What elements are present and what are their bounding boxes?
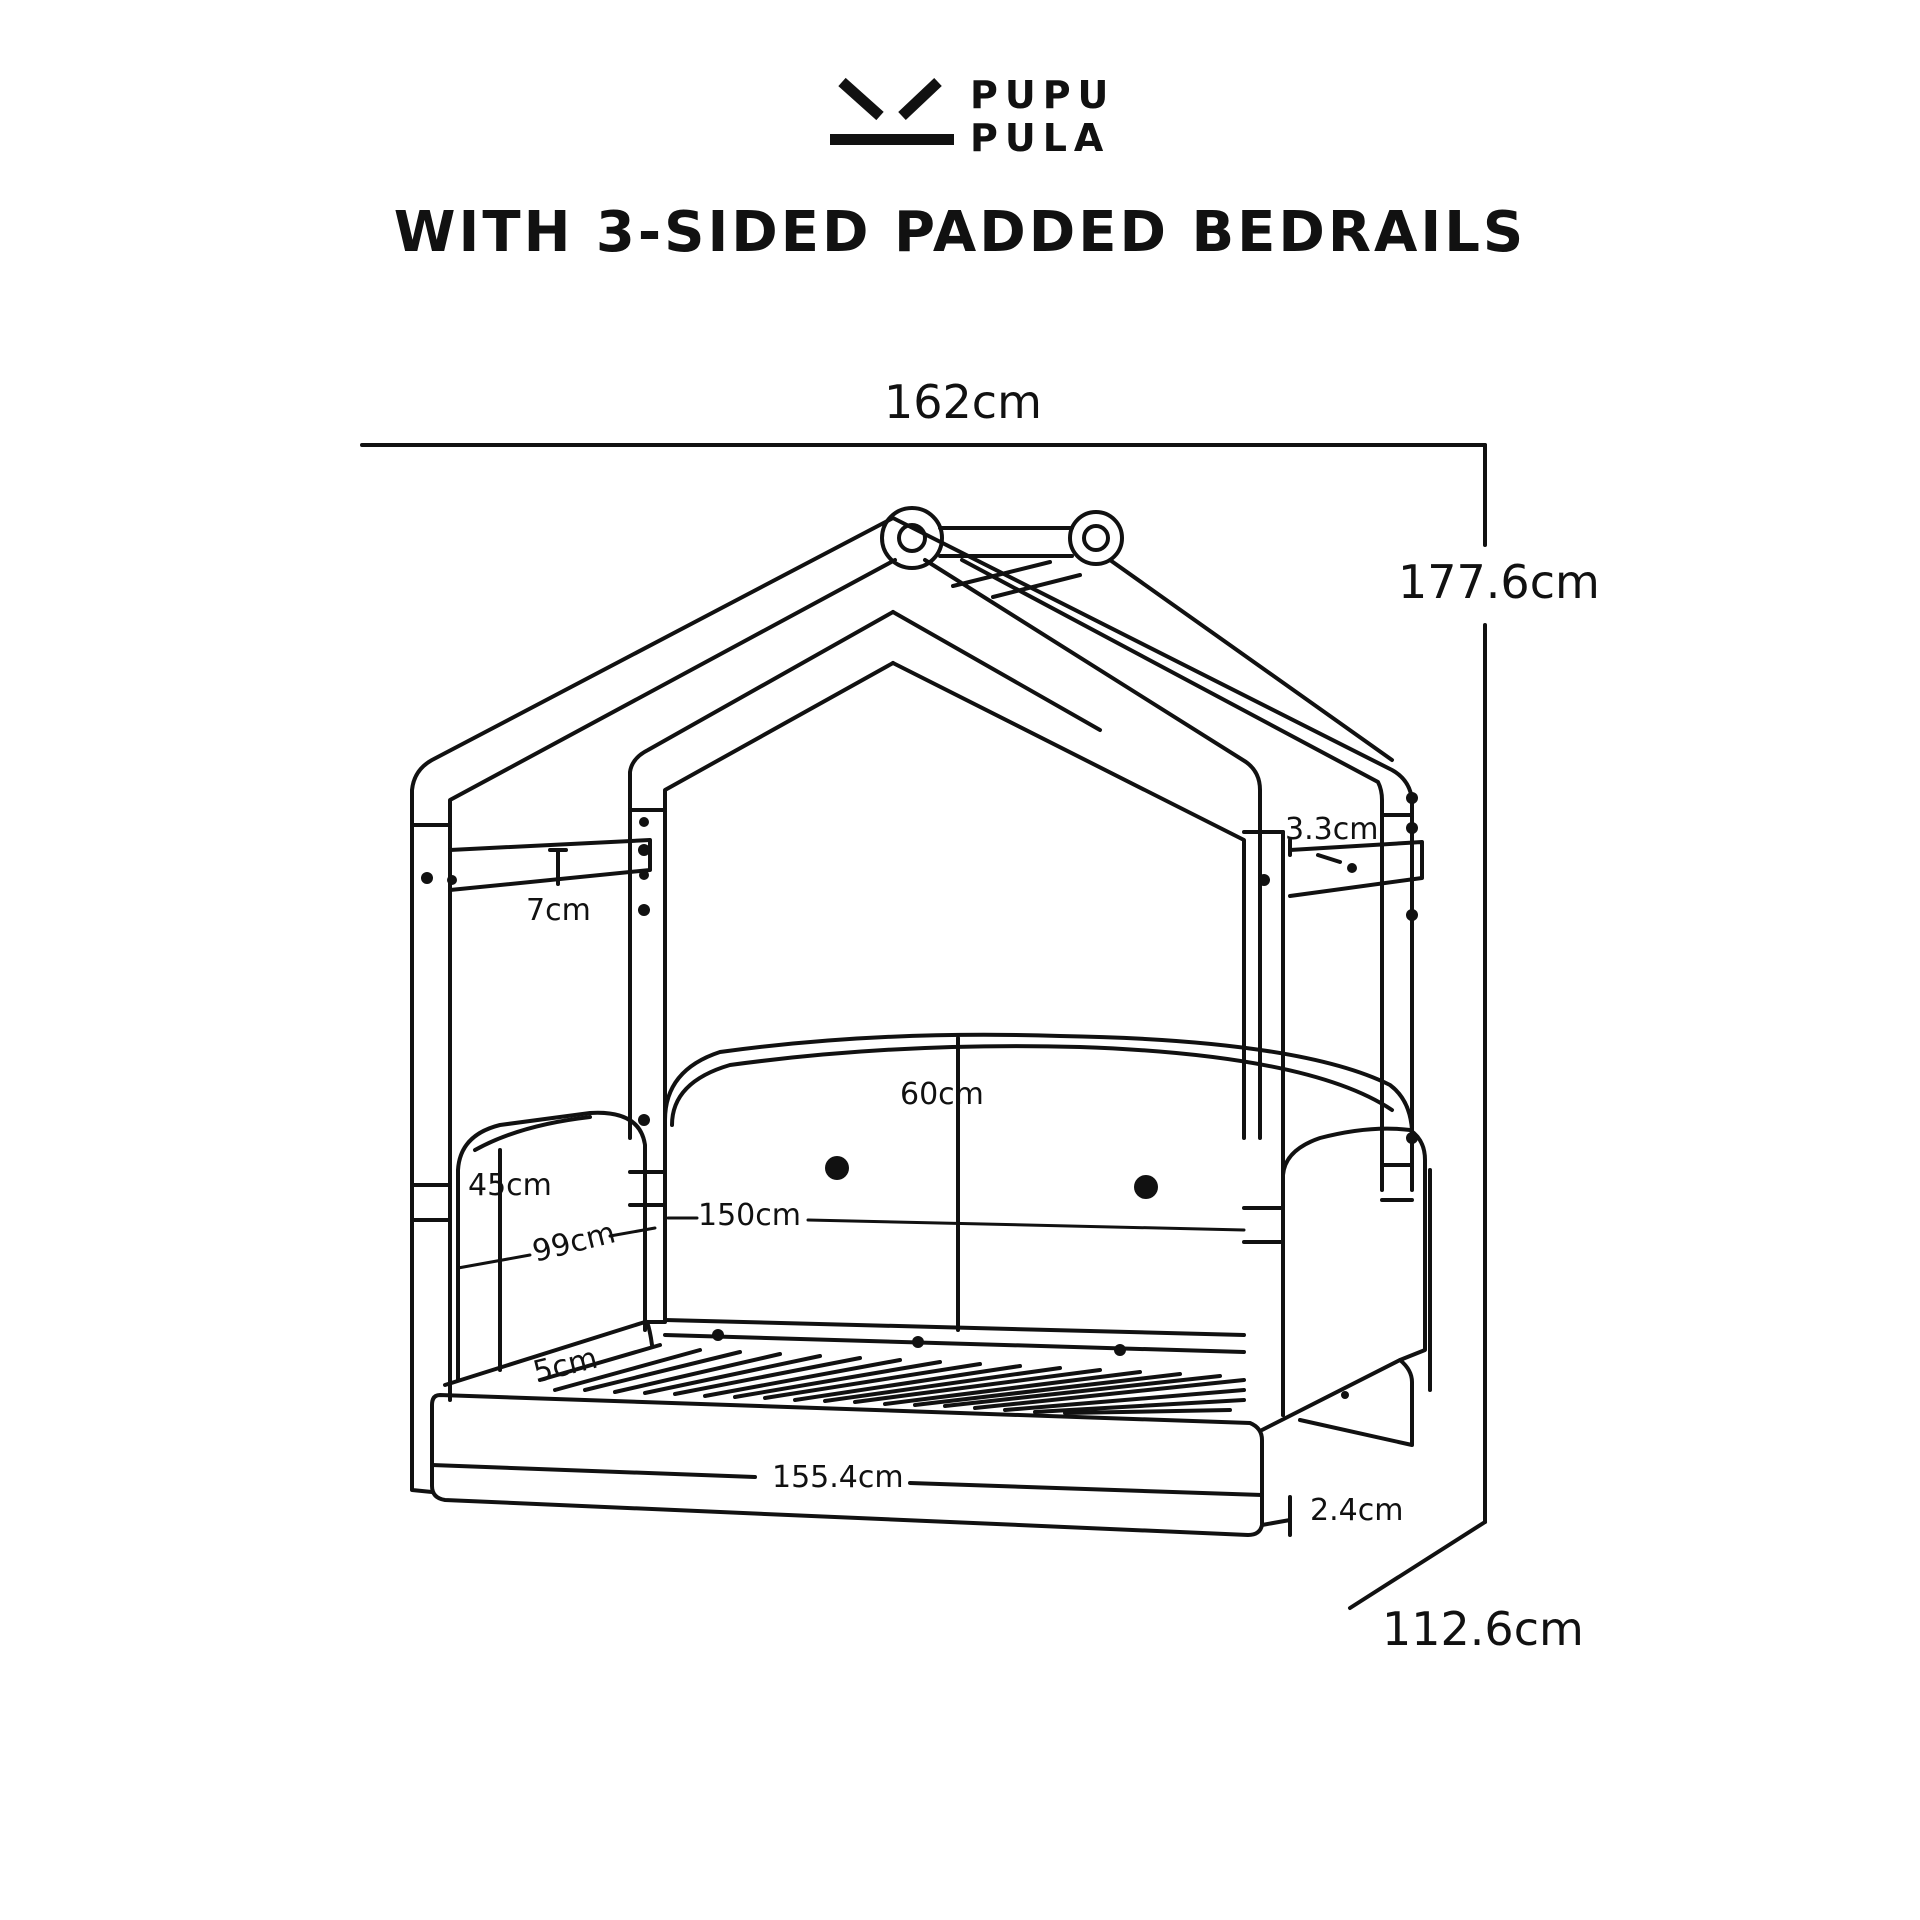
side-rail-height-label: 45cm	[468, 1168, 552, 1203]
screw-dots	[421, 792, 1418, 1399]
rail-width-label: 7cm	[526, 893, 591, 928]
roof-frame	[410, 506, 1414, 1192]
rail-top-height-label: 3.3cm	[1285, 812, 1379, 847]
logo-mark-icon	[830, 77, 954, 145]
brand-line-1: PUPU	[970, 73, 1116, 117]
back-rail-height-label: 60cm	[900, 1077, 984, 1112]
total-height-label: 177.6cm	[1398, 555, 1600, 609]
overall-dimension-lines	[360, 443, 1487, 1610]
total-depth-label: 112.6cm	[1382, 1602, 1584, 1656]
back-padded-rail	[663, 1032, 1414, 1354]
top-rails	[448, 838, 1424, 898]
right-padded-rail	[1281, 1126, 1432, 1417]
base-thickness-label: 2.4cm	[1310, 1493, 1404, 1528]
page-title: WITH 3-SIDED PADDED BEDRAILS	[393, 200, 1527, 265]
brand-logo: PUPU PULA	[830, 72, 1130, 162]
total-width-label: 162cm	[884, 375, 1042, 429]
slatted-base	[430, 1320, 1414, 1537]
inner-dimension-lines	[456, 1216, 1246, 1270]
brand-line-2: PULA	[970, 116, 1111, 160]
base-length-label: 155.4cm	[772, 1460, 904, 1495]
back-rail-length-label: 150cm	[698, 1198, 801, 1233]
brand-wordmark: PUPU PULA	[970, 74, 1115, 160]
